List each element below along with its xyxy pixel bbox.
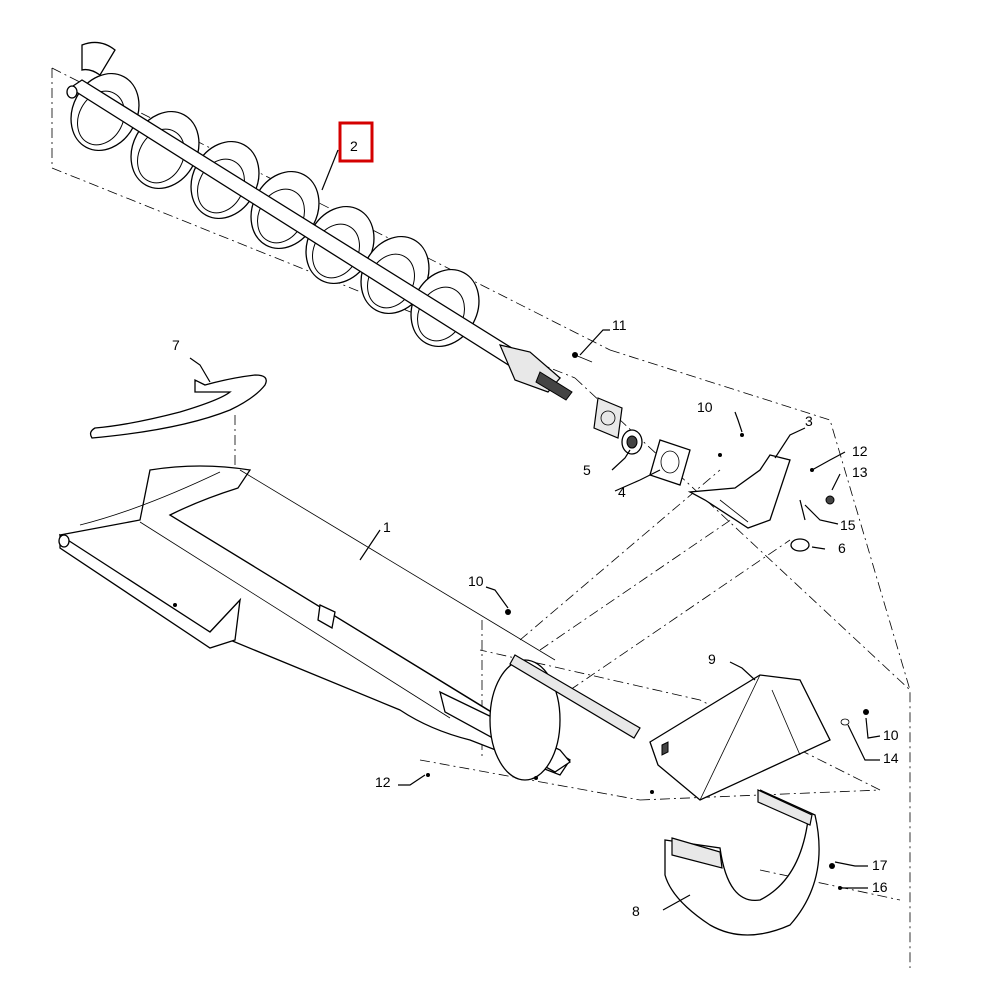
boundary-frame [51, 67, 911, 968]
callout-17: 17 [872, 857, 888, 873]
callout-12-upper: 12 [852, 443, 868, 459]
callout-leaders [189, 149, 881, 911]
highlight-box-callout-2 [338, 121, 374, 163]
lower-shell-part [664, 789, 820, 936]
callout-6: 6 [838, 540, 846, 556]
callout-11: 11 [612, 317, 627, 333]
auger-shaft [66, 41, 573, 401]
trough-housing [58, 465, 641, 781]
callout-labels: 1 2 3 4 5 6 7 8 9 10 10 10 11 12 12 13 1… [172, 138, 899, 919]
bracket-part [687, 454, 791, 529]
callout-15: 15 [840, 517, 856, 533]
bolt-part [572, 352, 593, 363]
callout-2: 2 [350, 138, 358, 154]
cover-part [649, 674, 831, 801]
callout-9: 9 [708, 651, 716, 667]
bearing-flange-part [593, 397, 623, 439]
callout-14: 14 [883, 750, 899, 766]
callout-13: 13 [852, 464, 868, 480]
seal-ring-part [790, 538, 810, 552]
bearing-part [621, 429, 643, 455]
small-fasteners [426, 433, 869, 890]
callout-8: 8 [632, 903, 640, 919]
callout-16: 16 [872, 879, 888, 895]
callout-10-upper: 10 [697, 399, 713, 415]
rod-part [89, 374, 267, 439]
callout-7: 7 [172, 337, 180, 353]
callout-3: 3 [805, 413, 813, 429]
flighting-ring-inner [137, 128, 185, 184]
callout-10-middle: 10 [468, 573, 484, 589]
callout-4: 4 [618, 484, 626, 500]
callout-10-right: 10 [883, 727, 899, 743]
callout-12-lower: 12 [375, 774, 391, 790]
flighting-ring-inner [77, 90, 125, 146]
callout-5: 5 [583, 462, 591, 478]
callout-1: 1 [383, 519, 391, 535]
bearing-housing-part [649, 439, 691, 486]
